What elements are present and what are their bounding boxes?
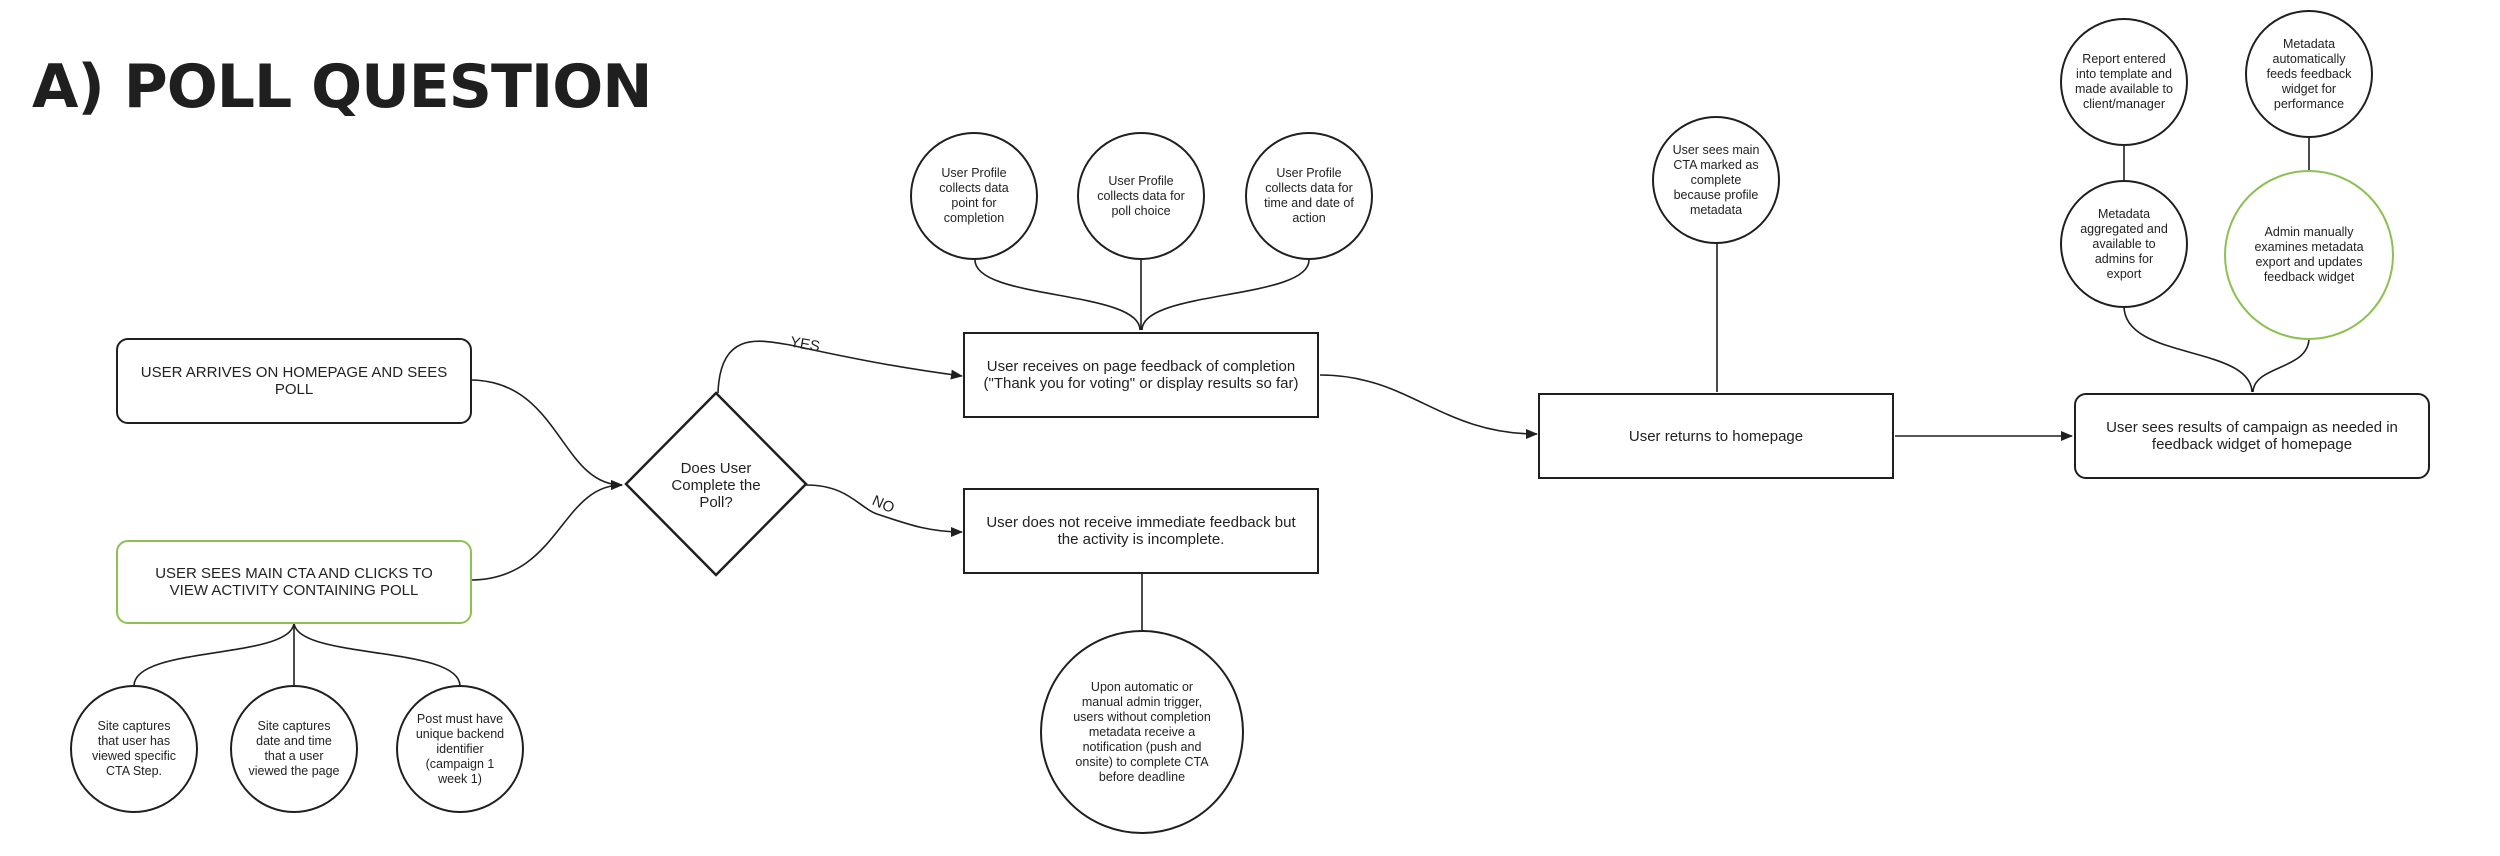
node-user-sees-cta[interactable]: USER SEES MAIN CTA AND CLICKS TO VIEW AC… (116, 540, 472, 624)
node-user-returns[interactable]: User returns to homepage (1538, 393, 1894, 479)
circle-profile-completion[interactable]: User Profile collects data point for com… (910, 132, 1038, 260)
circle-site-captures-date[interactable]: Site captures date and time that a user … (230, 685, 358, 813)
decision-diamond (624, 391, 808, 577)
edge-cta-to-circle-id (293, 621, 461, 687)
circle-admin-manual[interactable]: Admin manually examines metadata export … (2224, 170, 2394, 340)
node-user-returns-label: User returns to homepage (1628, 427, 1804, 445)
edge-feedback-to-returns (1319, 374, 1538, 439)
edge-no (805, 484, 963, 537)
circle-metadata-automatic[interactable]: Metadata automatically feeds feedback wi… (2245, 10, 2373, 138)
circle-metadata-aggregated[interactable]: Metadata aggregated and available to adm… (2060, 180, 2188, 308)
circle-site-captures-step[interactable]: Site captures that user has viewed speci… (70, 685, 198, 813)
node-no-feedback[interactable]: User does not receive immediate feedback… (963, 488, 1319, 574)
node-user-arrives[interactable]: USER ARRIVES ON HOMEPAGE AND SEES POLL (116, 338, 472, 424)
node-feedback-completion[interactable]: User receives on page feedback of comple… (963, 332, 1319, 418)
node-results[interactable]: User sees results of campaign as needed … (2074, 393, 2430, 479)
node-user-arrives-label: USER ARRIVES ON HOMEPAGE AND SEES POLL (140, 364, 448, 398)
node-decision-label: Does User Complete the Poll? (671, 459, 761, 511)
circle-profile-time[interactable]: User Profile collects data for time and … (1245, 132, 1373, 260)
node-feedback-completion-label: User receives on page feedback of comple… (983, 358, 1299, 392)
edge-circle-completion (974, 259, 1141, 331)
edge-arrive-to-decision (469, 379, 623, 490)
edge-cta-to-decision (469, 480, 623, 581)
circle-cta-marked[interactable]: User sees main CTA marked as complete be… (1652, 116, 1780, 244)
circle-profile-choice[interactable]: User Profile collects data for poll choi… (1077, 132, 1205, 260)
circle-report-entered[interactable]: Report entered into template and made av… (2060, 18, 2188, 146)
circle-notification[interactable]: Upon automatic or manual admin trigger, … (1040, 630, 1244, 834)
circle-unique-identifier[interactable]: Post must have unique backend identifier… (396, 685, 524, 813)
node-no-feedback-label: User does not receive immediate feedback… (986, 514, 1296, 548)
edge-circle-time (1141, 259, 1310, 331)
page-title: A) POLL QUESTION (32, 52, 652, 122)
node-user-sees-cta-label: USER SEES MAIN CTA AND CLICKS TO VIEW AC… (155, 565, 433, 599)
edge-yes (717, 340, 963, 394)
node-results-label: User sees results of campaign as needed … (2106, 419, 2398, 453)
edge-admin-to-results (2252, 337, 2310, 393)
edge-cta-to-circle-step (133, 621, 295, 687)
edge-aggregated-to-results (2123, 305, 2253, 393)
